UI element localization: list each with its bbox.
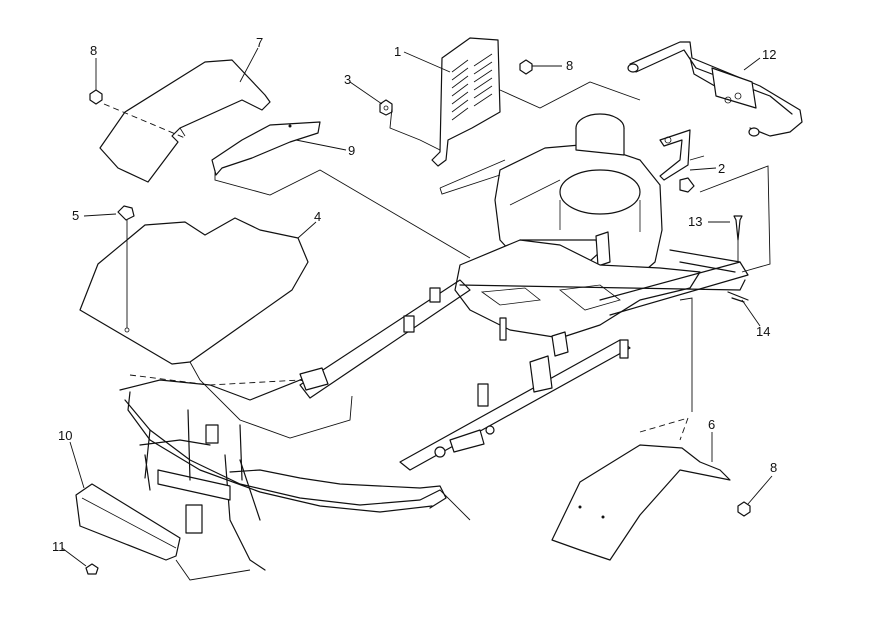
callout-labels: 1 2 3 4 5 6 7 8 8 8 9 10 11 12 13 14 xyxy=(52,35,777,554)
main-frame xyxy=(299,239,749,471)
part-6-side-panel xyxy=(551,444,731,561)
part-10-front-plate xyxy=(75,483,181,561)
callout-14: 14 xyxy=(756,324,770,339)
callout-10: 10 xyxy=(58,428,72,443)
callout-6: 6 xyxy=(708,417,715,432)
callout-7: 7 xyxy=(256,35,263,50)
part-3-nut xyxy=(379,99,393,116)
part-8-bolt-top xyxy=(519,59,533,75)
callout-4: 4 xyxy=(314,209,321,224)
callout-9: 9 xyxy=(348,143,355,158)
callout-12: 12 xyxy=(762,47,776,62)
callout-3: 3 xyxy=(344,72,351,87)
part-7-cover xyxy=(99,59,271,183)
part-13-bolt xyxy=(733,215,743,241)
part-9-plate xyxy=(211,121,321,176)
callout-13: 13 xyxy=(688,214,702,229)
part-5-knob xyxy=(117,205,135,333)
part-8-bolt-right xyxy=(737,501,751,517)
callout-8-top-left: 8 xyxy=(90,43,97,58)
front-bumper xyxy=(119,367,447,571)
callout-2: 2 xyxy=(718,161,725,176)
callout-leaders xyxy=(61,47,773,567)
part-11-screw xyxy=(85,563,99,575)
callout-8-right: 8 xyxy=(770,460,777,475)
part-12-handlebar xyxy=(627,41,803,137)
part-14-pin xyxy=(727,291,749,303)
part-2-bracket xyxy=(659,129,695,193)
part-4-floor-mat xyxy=(79,217,309,365)
callout-8-top: 8 xyxy=(566,58,573,73)
part-8-bolt-top-left xyxy=(89,89,103,105)
callout-1: 1 xyxy=(394,44,401,59)
part-1-heat-shield xyxy=(431,37,501,167)
callout-5: 5 xyxy=(72,208,79,223)
assembly-reference-lines xyxy=(103,81,771,581)
callout-11: 11 xyxy=(52,539,66,554)
